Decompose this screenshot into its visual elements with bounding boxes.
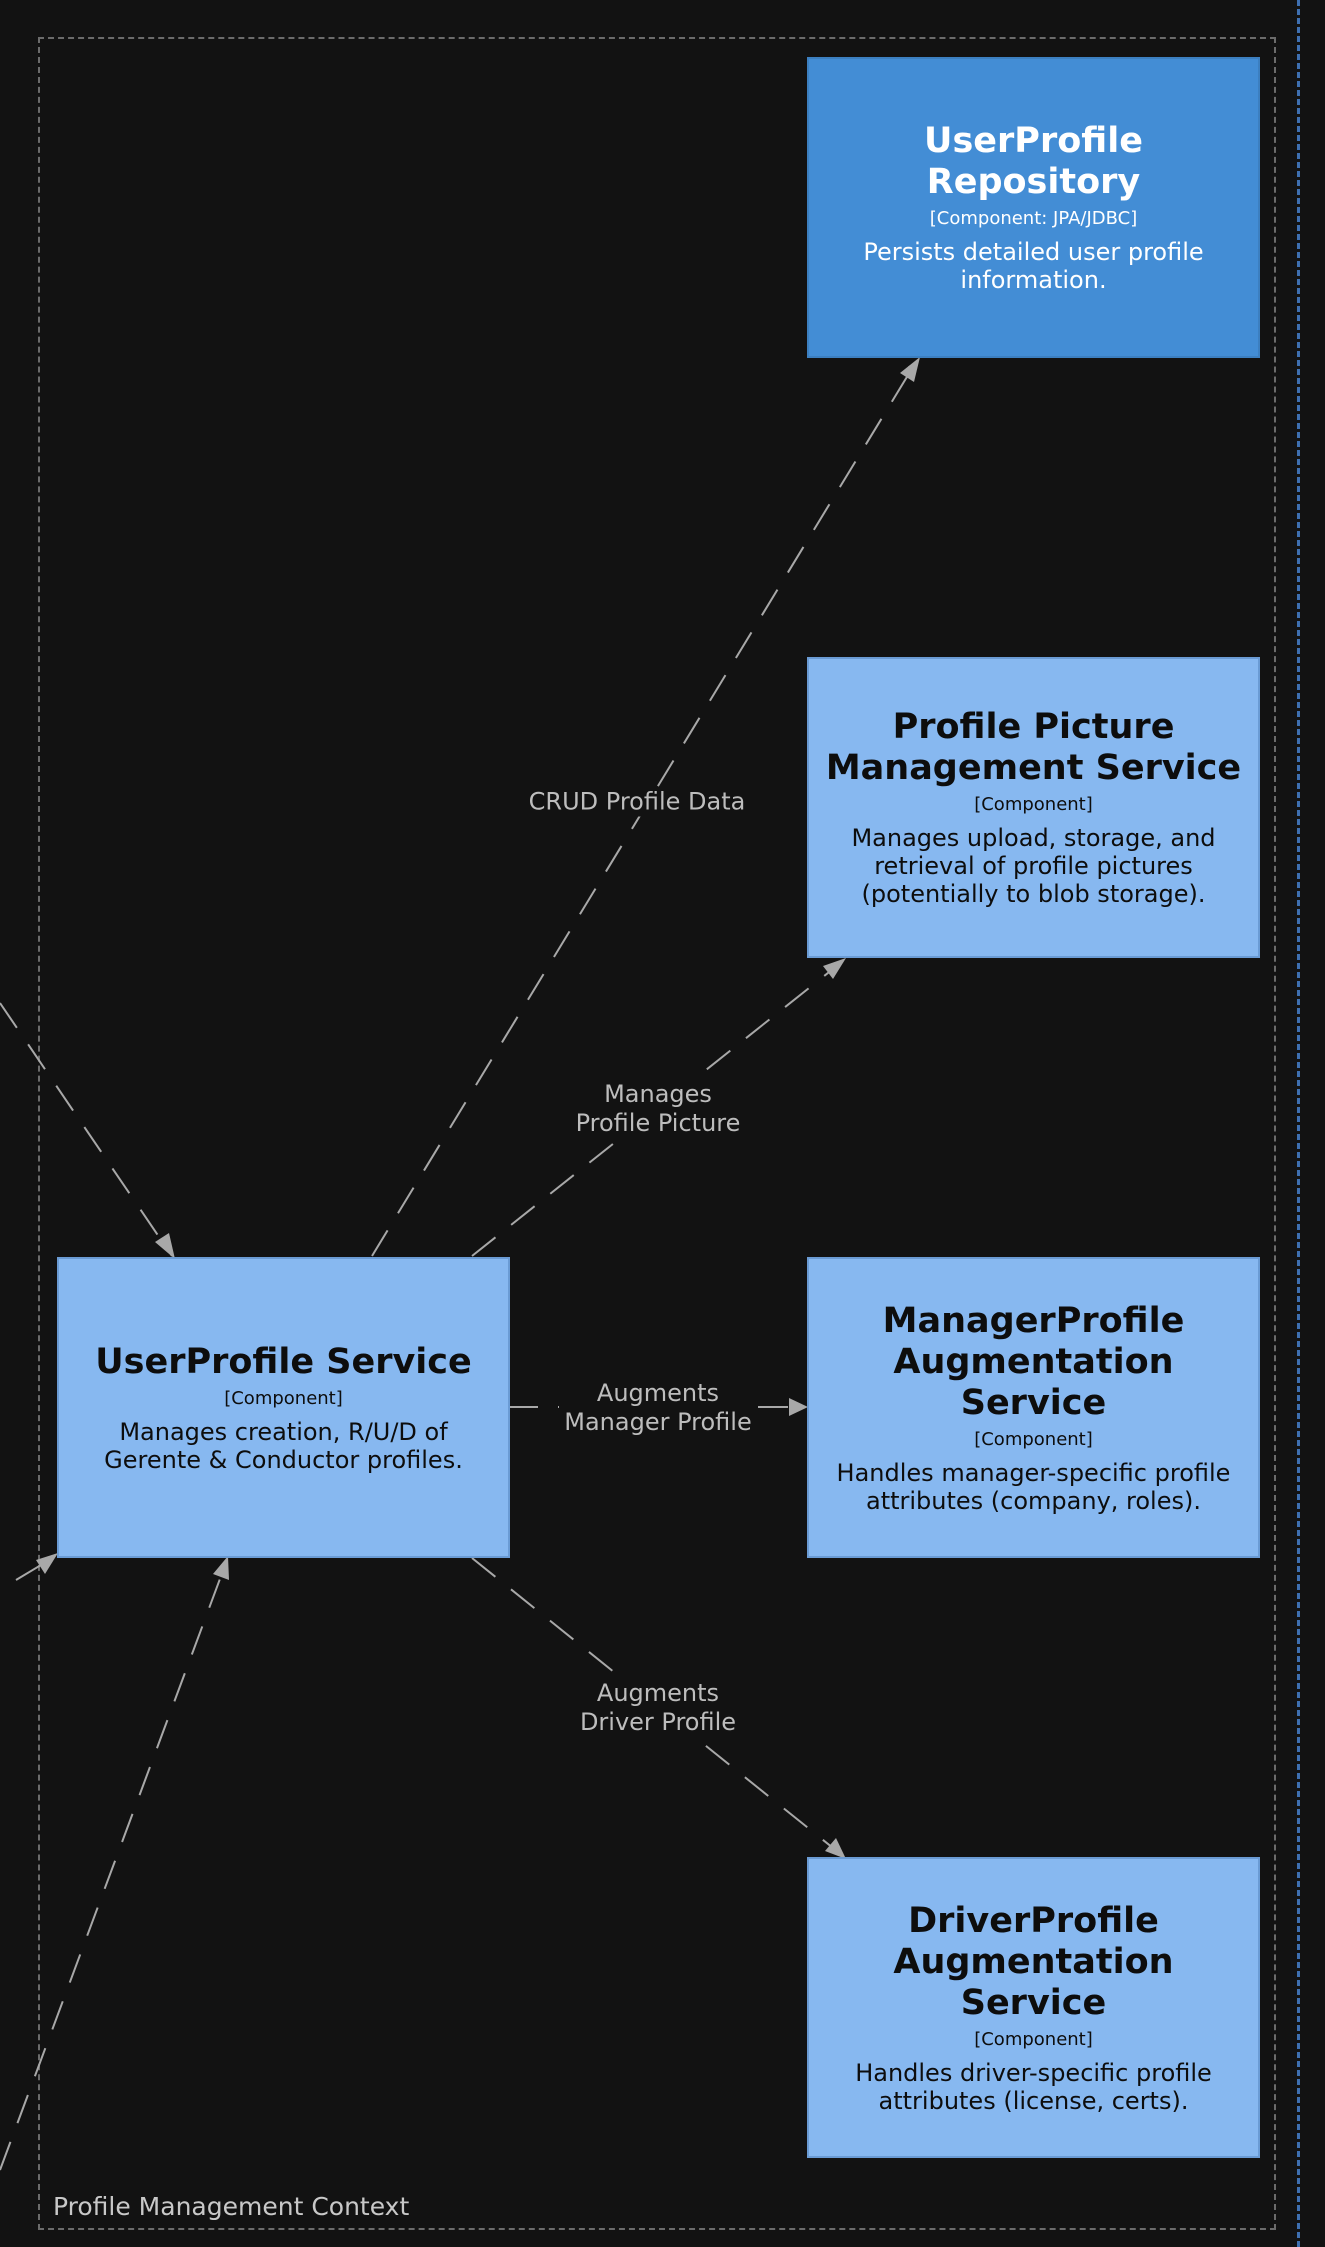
component-description: Persists detailed user profile informati…	[863, 238, 1204, 294]
component-title: UserProfile Repository	[924, 121, 1143, 202]
arrowhead-repository	[900, 357, 920, 382]
driver-profile-augmentation-service[interactable]: DriverProfile Augmentation Service [Comp…	[807, 1857, 1260, 2158]
edge-manages-profile-picture	[471, 960, 844, 1257]
component-type: [Component]	[224, 1387, 343, 1409]
arrowhead-userprofile-bottom	[213, 1556, 229, 1580]
component-description: Manages creation, R/U/D of Gerente & Con…	[104, 1417, 463, 1474]
arrowhead-picture-service	[823, 958, 846, 979]
manager-profile-augmentation-service[interactable]: ManagerProfile Augmentation Service [Com…	[807, 1257, 1260, 1558]
arrowhead-driver-service	[825, 1838, 846, 1859]
profile-picture-management-service[interactable]: Profile Picture Management Service [Comp…	[807, 657, 1260, 958]
userprofile-repository[interactable]: UserProfile Repository [Component: JPA/J…	[807, 57, 1260, 358]
component-title: UserProfile Service	[95, 1341, 472, 1382]
arrowhead-userprofile-left	[36, 1553, 58, 1574]
component-title: ManagerProfile Augmentation Service	[882, 1300, 1185, 1423]
userprofile-service[interactable]: UserProfile Service [Component] Manages …	[57, 1257, 510, 1558]
edge-label-augments-manager-profile: Augments Manager Profile	[559, 1379, 757, 1437]
component-title: Profile Picture Management Service	[825, 707, 1242, 788]
component-type: [Component]	[974, 2028, 1093, 2050]
component-description: Manages upload, storage, and retrieval o…	[851, 824, 1216, 908]
arrowhead-manager-service	[789, 1398, 808, 1416]
edge-incoming-bottom-left	[15, 1555, 57, 1581]
edge-incoming-top	[0, 1002, 173, 1257]
edge-incoming-bottom	[0, 1559, 228, 2171]
component-type: [Component: JPA/JDBC]	[929, 208, 1138, 229]
component-type: [Component]	[974, 1428, 1093, 1450]
component-title: DriverProfile Augmentation Service	[893, 1900, 1174, 2023]
edge-label-crud-profile-data: CRUD Profile Data	[524, 787, 750, 817]
arrowhead-userprofile-top	[155, 1233, 175, 1259]
boundary-label: Profile Management Context	[53, 2192, 410, 2221]
component-description: Handles manager-specific profile attribu…	[836, 1458, 1231, 1515]
profile-management-boundary	[38, 37, 1276, 2230]
edge-label-manages-profile-picture: Manages Profile Picture	[559, 1080, 757, 1138]
component-type: [Component]	[974, 794, 1093, 815]
edge-label-augments-driver-profile: Augments Driver Profile	[554, 1679, 762, 1737]
component-description: Handles driver-specific profile attribut…	[855, 2058, 1212, 2115]
edge-augments-driver-profile	[471, 1557, 844, 1857]
external-boundary-edge	[1297, 0, 1300, 2247]
